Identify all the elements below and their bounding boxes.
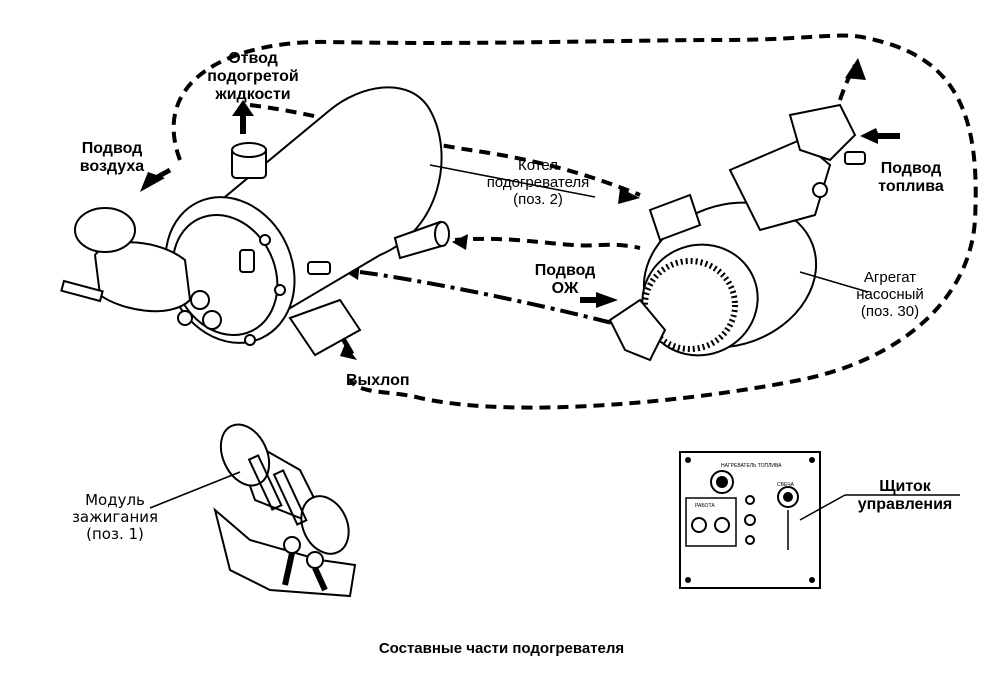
coolant-elbow <box>608 298 667 362</box>
bolt-3 <box>244 334 256 346</box>
pump-bolt <box>812 182 828 198</box>
module-end <box>300 495 350 555</box>
label-fuel-inlet-1: Подвод <box>880 160 942 177</box>
label-pump-unit-2: насосный <box>856 285 924 303</box>
arrow-fuel-in <box>860 128 900 144</box>
panel-lamp-2 <box>744 514 756 526</box>
panel-screw-bl <box>685 577 691 583</box>
label-fuel-inlet-2: топлива <box>878 177 944 195</box>
bolt-2 <box>274 284 286 296</box>
panel-leader <box>799 494 846 521</box>
pump-to-boiler-line <box>454 236 641 250</box>
arrow-to-boiler-label <box>618 188 640 204</box>
boiler-drawing <box>60 86 596 357</box>
label-control-panel-1: Щиток <box>879 478 931 495</box>
label-heated-outlet: Отвод подогретой жидкости <box>198 50 308 104</box>
panel-lamp-1 <box>745 495 755 505</box>
label-control-panel-2: управления <box>857 495 953 513</box>
label-air-inlet-2: воздуха <box>79 157 145 175</box>
label-control-panel: Щиток управления <box>850 478 960 514</box>
panel-screw-tr <box>809 457 815 463</box>
label-ignition-module-1: Модуль <box>85 491 145 509</box>
pump-leader <box>799 271 869 293</box>
arrow-air-shaft <box>150 167 172 183</box>
nipple <box>307 261 331 275</box>
fitting-2 <box>202 310 222 330</box>
panel-screw-br <box>809 577 815 583</box>
label-exhaust: Выхлоп <box>346 372 410 389</box>
fuel-fitting <box>844 151 866 165</box>
pump-outlet-pipe <box>648 193 702 242</box>
module-lead-1 <box>282 552 295 586</box>
fan-housing <box>74 207 136 253</box>
panel-text-top: НАГРЕВАТЕЛЬ ТОПЛИВА <box>721 463 782 469</box>
pump-up-line <box>838 64 857 101</box>
fuel-pump-head <box>788 103 857 162</box>
pump-drawing <box>608 103 869 362</box>
sensor <box>239 249 255 273</box>
panel-lamp-3 <box>745 535 755 545</box>
label-boiler-2: подогревателя <box>486 173 590 191</box>
module-leader <box>149 471 241 509</box>
outlet-to-pump-line <box>249 103 641 197</box>
label-boiler: Котел подогревателя (поз. 2) <box>478 157 598 208</box>
arrow-pump-up <box>845 58 866 80</box>
label-boiler-1: Котел <box>517 157 559 174</box>
label-air-inlet: Подвод воздуха <box>72 140 152 176</box>
label-fuel-inlet: Подвод топлива <box>866 160 956 196</box>
panel-text-right: СВЕЧА <box>777 482 795 488</box>
panel-toggle-1 <box>691 517 707 533</box>
boiler-leader <box>429 164 596 198</box>
label-heated-outlet-2: подогретой <box>207 67 299 85</box>
pump-ribbed-ring <box>642 258 738 352</box>
label-coolant-inlet: Подвод ОЖ <box>520 262 610 298</box>
bolt-1 <box>259 234 271 246</box>
label-pump-unit-3: (поз. 30) <box>860 302 920 320</box>
fitting-1 <box>190 290 210 310</box>
outlet-pipe-mouth <box>231 142 267 158</box>
label-air-inlet-1: Подвод <box>81 140 143 157</box>
label-heated-outlet-1: Отвод <box>228 50 278 67</box>
exhaust-tube <box>288 298 362 357</box>
label-heated-outlet-3: жидкости <box>215 85 291 103</box>
module-cap <box>219 423 271 487</box>
label-coolant-inlet-1: Подвод <box>534 262 596 279</box>
arrow-into-boiler <box>452 234 468 250</box>
arrow-outlet-up <box>232 100 254 134</box>
module-lead-2 <box>312 566 328 592</box>
label-boiler-3: (поз. 2) <box>513 190 563 208</box>
outer-loop-line <box>171 33 978 410</box>
panel-toggle-2 <box>714 517 730 533</box>
module-band-1 <box>247 454 283 511</box>
panel-screw-tl <box>685 457 691 463</box>
label-ignition-module-2: зажигания <box>71 507 159 526</box>
label-pump-unit: Агрегат насосный (поз. 30) <box>840 269 940 320</box>
ignition-module-drawing <box>149 423 357 598</box>
glow-plug <box>60 279 104 303</box>
side-pipe-mouth <box>434 221 450 247</box>
fitting-3 <box>177 310 193 326</box>
label-pump-unit-1: Агрегат <box>863 269 917 286</box>
arrow-coolant-in <box>580 292 618 308</box>
figure-caption: Составные части подогревателя <box>378 640 625 657</box>
module-band-2 <box>272 469 308 526</box>
panel-text-left: РАБОТА <box>695 503 715 509</box>
label-ignition-module: Модуль зажигания (поз. 1) <box>60 492 170 542</box>
module-terminal-2 <box>306 551 324 569</box>
label-coolant-inlet-2: ОЖ <box>551 279 579 297</box>
module-terminal-1 <box>283 536 301 554</box>
control-panel-drawing: НАГРЕВАТЕЛЬ ТОПЛИВА РАБОТА СВЕЧА <box>679 451 960 589</box>
label-ignition-module-3: (поз. 1) <box>86 524 144 543</box>
